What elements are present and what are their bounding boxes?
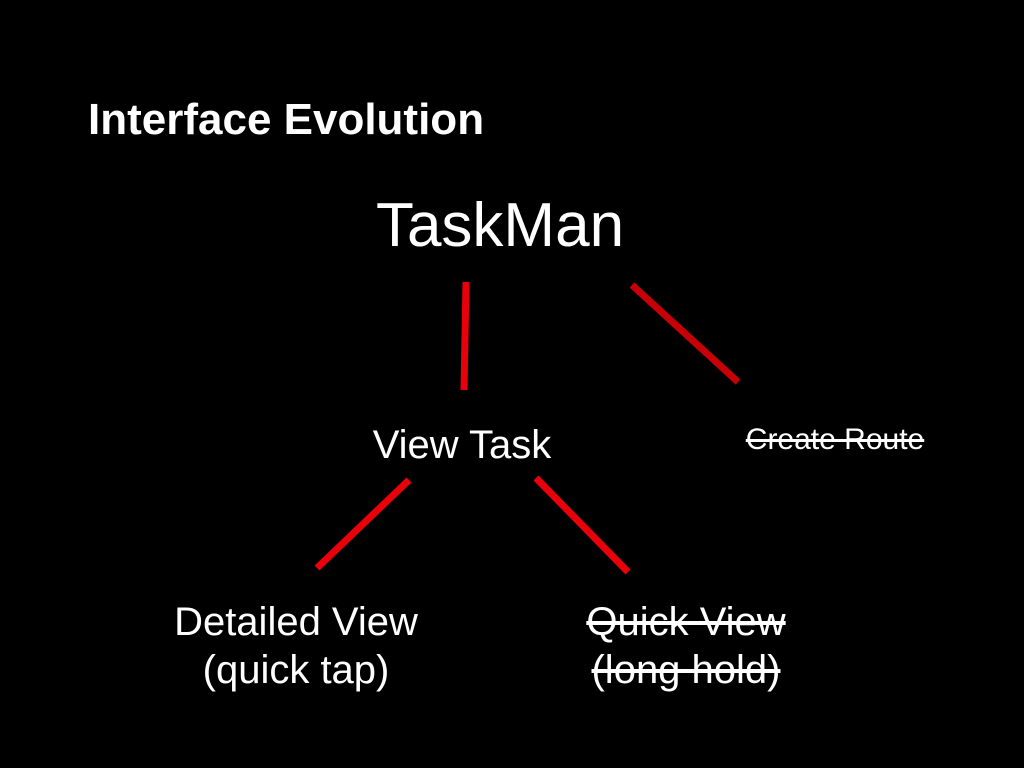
node-detailed-view: Detailed View (quick tap) <box>126 598 466 694</box>
node-create-route: Create Route <box>745 423 925 456</box>
node-view-task: View Task <box>372 423 552 467</box>
edge-view-task-detailed-view <box>314 477 412 571</box>
quick-view-gesture: (long hold) <box>591 648 781 692</box>
quick-view-label: Quick View <box>586 600 786 644</box>
edge-view-task-quick-view <box>533 475 631 575</box>
detailed-view-gesture: (quick tap) <box>202 648 390 692</box>
detailed-view-label: Detailed View <box>174 600 418 644</box>
edge-taskman-create-route <box>629 282 741 385</box>
node-quick-view: Quick View (long hold) <box>536 598 836 694</box>
node-taskman: TaskMan <box>375 191 625 260</box>
edge-taskman-view-task <box>460 281 470 391</box>
slide-title: Interface Evolution <box>88 95 485 144</box>
